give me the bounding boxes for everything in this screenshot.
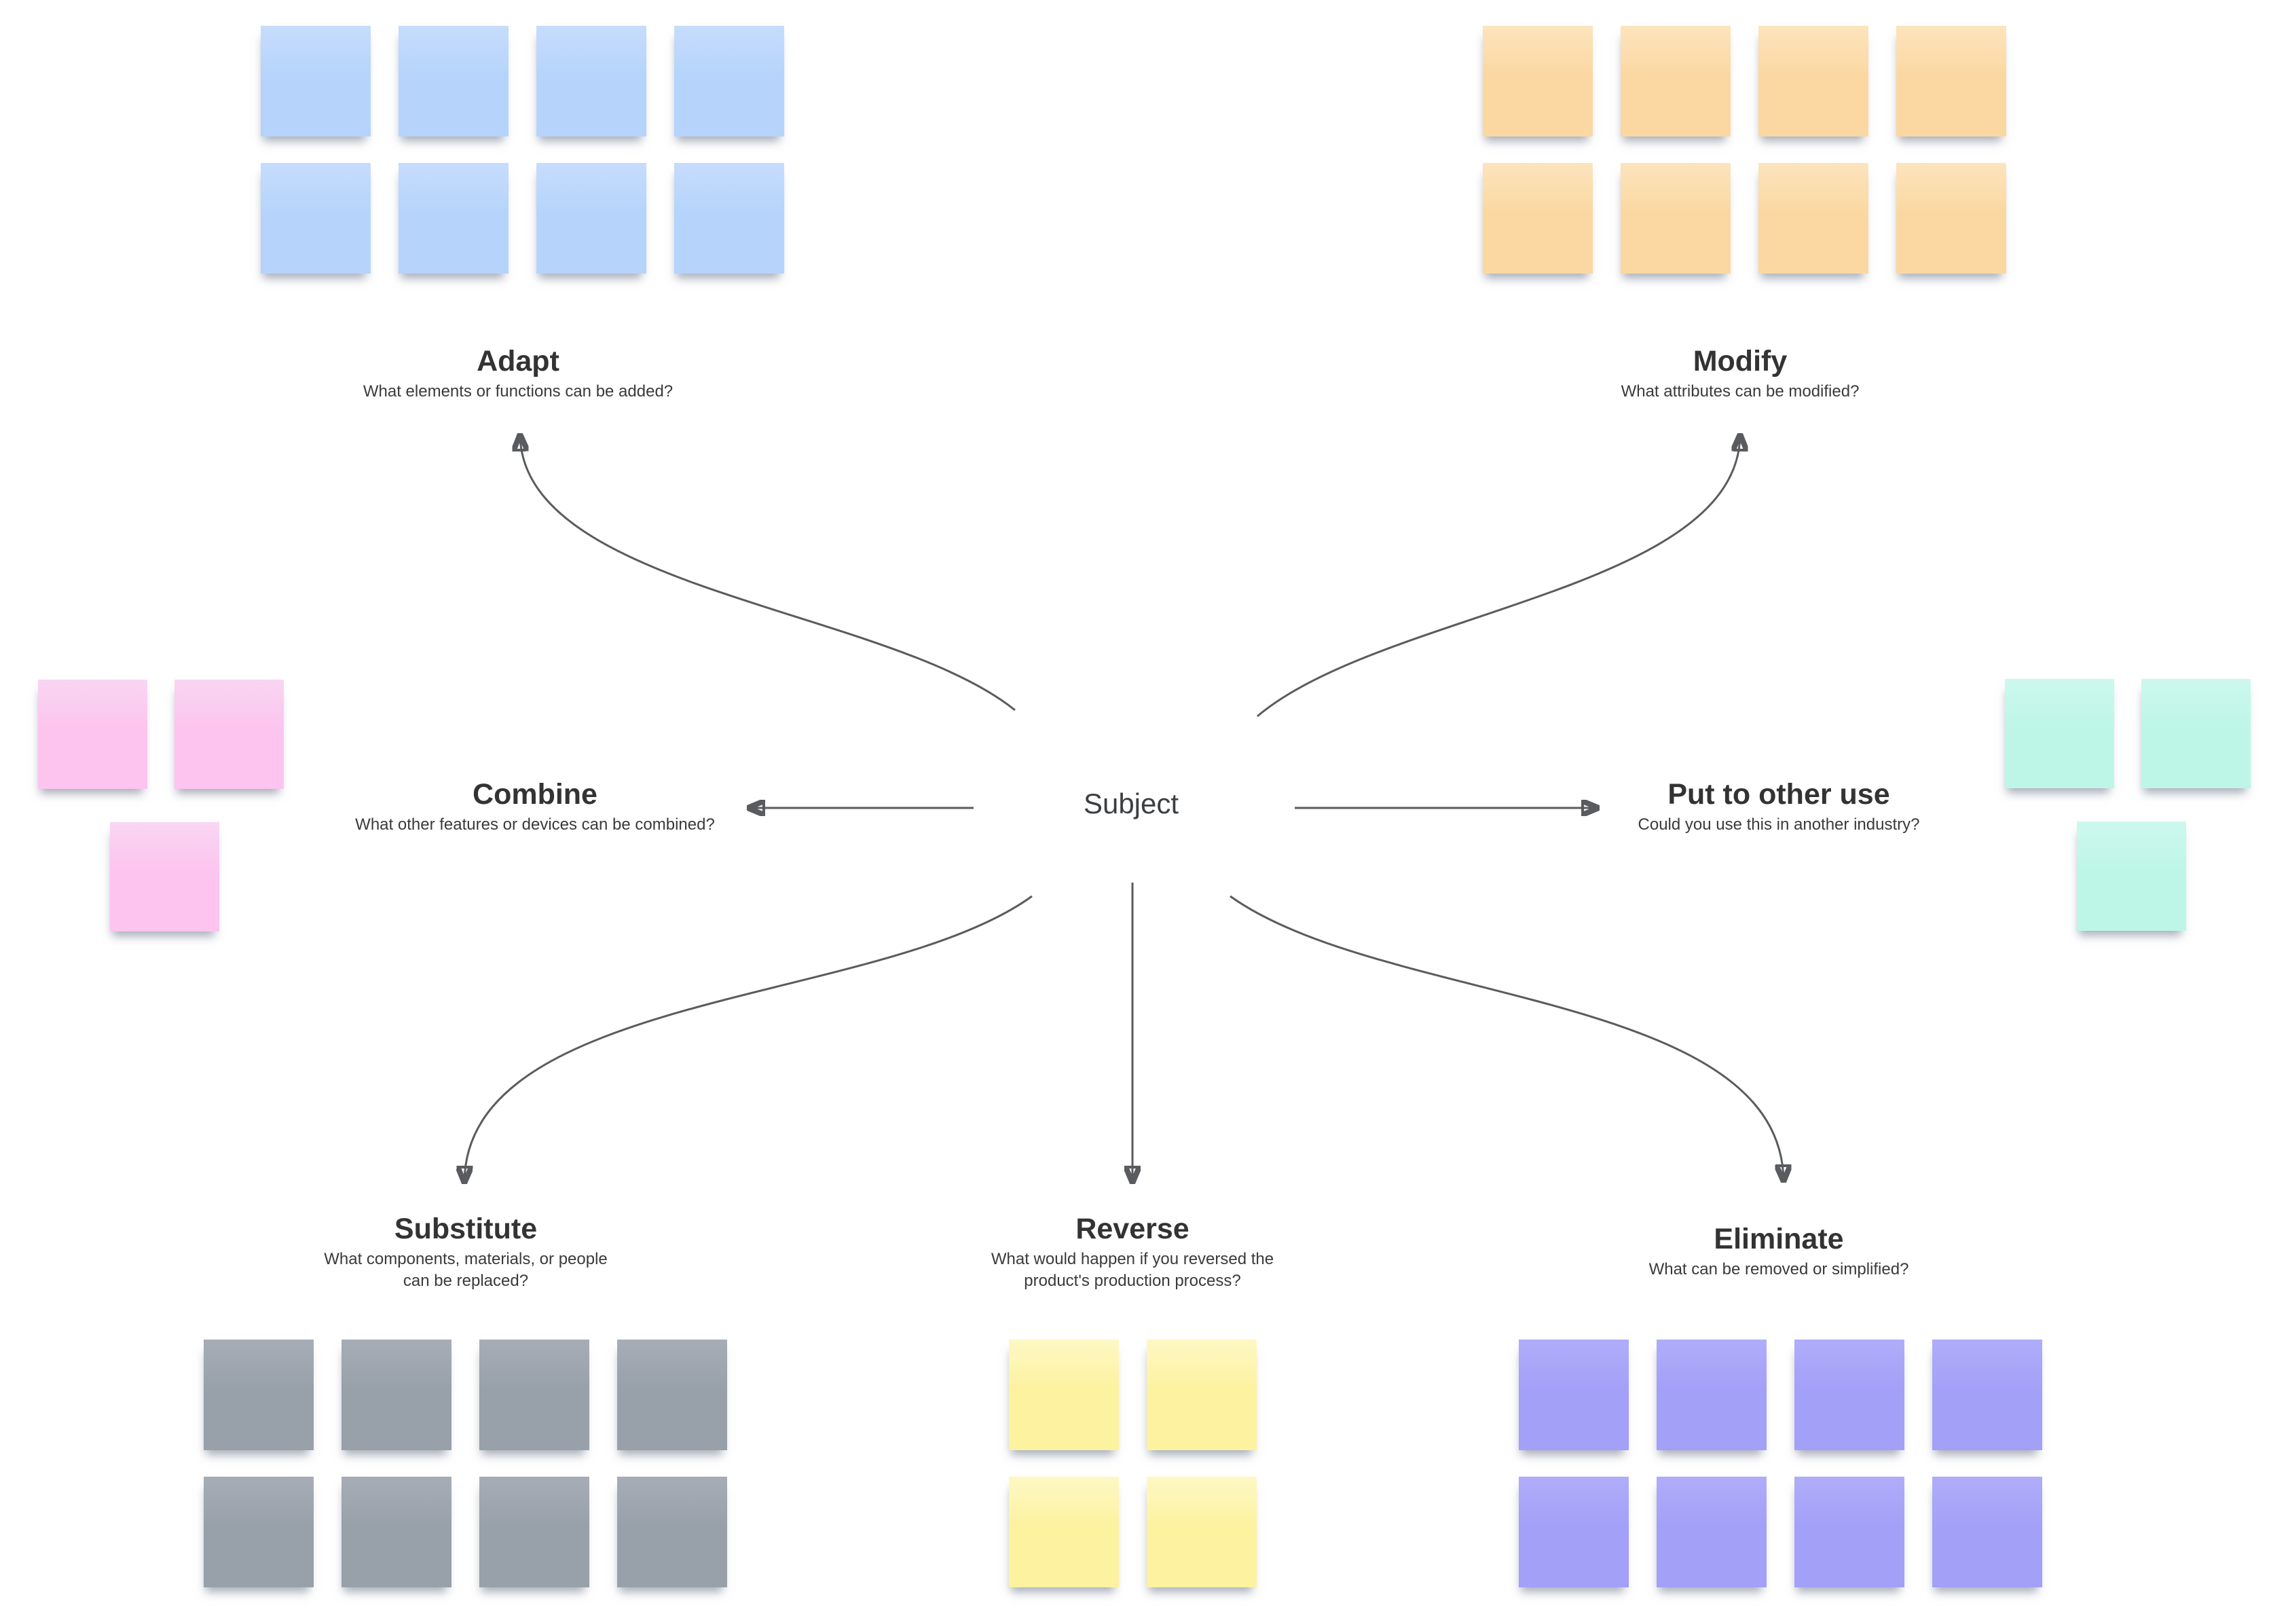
sticky-note-mint[interactable] [2077, 822, 2186, 931]
sticky-note-yellow[interactable] [1009, 1477, 1119, 1587]
sticky-note-orange[interactable] [1896, 26, 2006, 136]
section-label-substitute: Substitute What components, materials, o… [248, 1211, 683, 1292]
sticky-note-blue[interactable] [399, 26, 509, 136]
arrow-modify[interactable] [1257, 436, 1740, 718]
note-group-modify [1483, 26, 2006, 274]
section-label-eliminate: Eliminate What can be removed or simplif… [1562, 1221, 1996, 1280]
subject-node[interactable]: Subject [1083, 788, 1179, 819]
adapt-title[interactable]: Adapt [477, 345, 559, 377]
sticky-note-purple[interactable] [1932, 1340, 2042, 1450]
note-group-substitute [204, 1340, 727, 1587]
sticky-note-gray[interactable] [617, 1477, 727, 1587]
sticky-note-yellow[interactable] [1147, 1477, 1257, 1587]
sticky-note-blue[interactable] [536, 163, 646, 274]
adapt-description[interactable]: What elements or functions can be added? [363, 382, 674, 401]
sticky-note-orange[interactable] [1758, 163, 1868, 274]
section-label-combine: Combine What other features or devices c… [318, 776, 752, 836]
sticky-note-purple[interactable] [1657, 1340, 1767, 1450]
modify-title[interactable]: Modify [1693, 345, 1788, 377]
sticky-note-mint[interactable] [2141, 679, 2251, 788]
put-to-other-use-title[interactable]: Put to other use [1667, 778, 1890, 811]
note-group-adapt [261, 26, 784, 274]
sticky-note-gray[interactable] [342, 1477, 451, 1587]
note-group-eliminate [1519, 1340, 2042, 1587]
reverse-title[interactable]: Reverse [1075, 1213, 1189, 1245]
substitute-description[interactable]: What components, materials, or people ca… [324, 1250, 608, 1290]
section-label-modify: Modify What attributes can be modified? [1523, 343, 1957, 403]
sticky-note-yellow[interactable] [1147, 1340, 1257, 1450]
sticky-note-gray[interactable] [204, 1477, 314, 1587]
combine-description[interactable]: What other features or devices can be co… [355, 815, 715, 834]
put-to-other-use-description[interactable]: Could you use this in another industry? [1638, 815, 1920, 834]
sticky-note-yellow[interactable] [1009, 1340, 1119, 1450]
sticky-note-gray[interactable] [342, 1340, 451, 1450]
arrow-adapt[interactable] [520, 436, 1016, 712]
sticky-note-orange[interactable] [1758, 26, 1868, 136]
sticky-note-orange[interactable] [1621, 163, 1731, 274]
sticky-note-mint[interactable] [2005, 679, 2114, 788]
note-group-combine [38, 680, 323, 938]
reverse-description[interactable]: What would happen if you reversed the pr… [991, 1250, 1274, 1290]
sticky-note-gray[interactable] [479, 1477, 589, 1587]
sticky-note-blue[interactable] [399, 163, 509, 274]
section-label-put-to-other-use: Put to other use Could you use this in a… [1562, 776, 1996, 836]
sticky-note-gray[interactable] [204, 1340, 314, 1450]
sticky-note-gray[interactable] [479, 1340, 589, 1450]
substitute-title[interactable]: Substitute [394, 1213, 538, 1245]
note-group-reverse [1009, 1340, 1257, 1587]
sticky-note-orange[interactable] [1896, 163, 2006, 274]
section-label-adapt: Adapt What elements or functions can be … [301, 343, 735, 403]
eliminate-description[interactable]: What can be removed or simplified? [1648, 1260, 1909, 1278]
sticky-note-purple[interactable] [1794, 1340, 1904, 1450]
sticky-note-pink[interactable] [110, 822, 219, 931]
sticky-note-purple[interactable] [1657, 1477, 1767, 1587]
sticky-note-blue[interactable] [674, 26, 784, 136]
section-label-reverse: Reverse What would happen if you reverse… [915, 1211, 1350, 1292]
sticky-note-pink[interactable] [38, 680, 147, 789]
arrow-eliminate[interactable] [1230, 895, 1784, 1180]
sticky-note-pink[interactable] [174, 680, 284, 789]
arrow-substitute[interactable] [464, 895, 1033, 1181]
sticky-note-blue[interactable] [536, 26, 646, 136]
sticky-note-blue[interactable] [674, 163, 784, 274]
sticky-note-blue[interactable] [261, 163, 371, 274]
eliminate-title[interactable]: Eliminate [1714, 1223, 1844, 1255]
combine-title[interactable]: Combine [473, 778, 597, 811]
sticky-note-orange[interactable] [1483, 163, 1593, 274]
sticky-note-orange[interactable] [1483, 26, 1593, 136]
sticky-note-purple[interactable] [1519, 1477, 1629, 1587]
sticky-note-purple[interactable] [1519, 1340, 1629, 1450]
sticky-note-gray[interactable] [617, 1340, 727, 1450]
modify-description[interactable]: What attributes can be modified? [1621, 382, 1860, 401]
sticky-note-purple[interactable] [1932, 1477, 2042, 1587]
sticky-note-purple[interactable] [1794, 1477, 1904, 1587]
sticky-note-blue[interactable] [261, 26, 371, 136]
note-group-put-to-other-use [2005, 679, 2288, 937]
sticky-note-orange[interactable] [1621, 26, 1731, 136]
